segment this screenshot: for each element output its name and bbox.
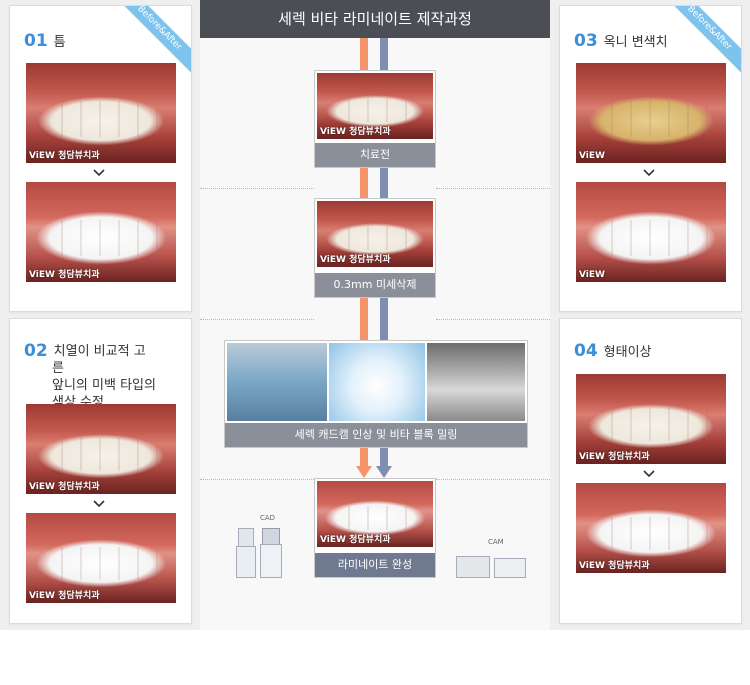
case-card-color-correction: 02 치열이 비교적 고른 앞니의 미백 타입의 색상 수정 ViEW 청담뷰치… [9, 318, 192, 624]
after-photo: ViEW [576, 182, 726, 282]
clinic-watermark: ViEW 청담뷰치과 [320, 127, 391, 137]
step-label: 라미네이트 완성 [315, 553, 435, 577]
teeth-photo: ViEW 청담뷰치과 [317, 481, 433, 547]
cam-machine-image: CAM [456, 538, 528, 580]
chevron-down-icon [93, 168, 105, 178]
case-number: 01 [24, 31, 48, 51]
before-photo: ViEW 청담뷰치과 [26, 404, 176, 494]
divider [436, 188, 550, 189]
flow-stripe [360, 166, 368, 198]
flow-stripe [360, 38, 368, 70]
case-title: 01 틈 [24, 33, 66, 51]
clinic-watermark: ViEW 청담뷰치과 [29, 151, 100, 161]
case-card-shape-abnormality: 04 형태이상 ViEW 청담뷰치과 ViEW 청담뷰치과 [559, 318, 742, 624]
clinic-watermark: ViEW [579, 270, 605, 280]
chevron-down-icon [93, 499, 105, 509]
step-cadcam-milling: 세렉 캐드캠 인상 및 비타 블록 밀링 [224, 340, 528, 448]
clinic-watermark: ViEW 청담뷰치과 [29, 270, 100, 280]
teeth-shape [330, 226, 420, 250]
after-photo: ViEW 청담뷰치과 [26, 182, 176, 282]
cad-scan-photo [227, 343, 327, 421]
case-number: 04 [574, 341, 598, 361]
teeth-shape [594, 408, 708, 441]
flow-stripe [380, 296, 388, 340]
step-laminate-complete: ViEW 청담뷰치과 라미네이트 완성 [314, 478, 436, 578]
case-title: 03 옥니 변색치 [574, 33, 668, 51]
step-micro-reduction: ViEW 청담뷰치과 0.3mm 미세삭제 [314, 198, 436, 298]
before-photo: ViEW 청담뷰치과 [26, 63, 176, 163]
case-title-text: 옥니 변색치 [603, 35, 668, 50]
before-photo: ViEW 청담뷰치과 [576, 374, 726, 464]
case-title-line: 치열이 비교적 고른 [52, 344, 146, 376]
cad-label: CAD [260, 514, 276, 522]
chevron-down-icon [643, 168, 655, 178]
clinic-watermark: ViEW 청담뷰치과 [29, 482, 100, 492]
divider [436, 319, 550, 320]
cad-screen-photo [329, 343, 425, 421]
divider [200, 319, 314, 320]
step-before-treatment: ViEW 청담뷰치과 치료전 [314, 70, 436, 168]
teeth-shape [594, 517, 708, 550]
teeth-shape [44, 547, 158, 580]
mill-machine-photo [427, 343, 525, 421]
step-label: 세렉 캐드캠 인상 및 비타 블록 밀링 [225, 423, 527, 447]
divider [200, 188, 314, 189]
step-label: 치료전 [315, 143, 435, 167]
divider [436, 479, 550, 480]
flow-stripe [360, 296, 368, 340]
teeth-photo: ViEW 청담뷰치과 [317, 201, 433, 267]
teeth-shape [330, 98, 420, 122]
chevron-down-icon [643, 469, 655, 479]
process-panel: ViEW 청담뷰치과 치료전 ViEW 청담뷰치과 0.3mm 미세삭제 세렉 … [200, 38, 550, 630]
page-title: 세렉 비타 라미네이트 제작과정 [200, 0, 550, 38]
teeth-shape [330, 506, 420, 530]
case-title-text: 틈 [53, 35, 66, 50]
arrow-down-icon [356, 466, 372, 478]
teeth-shape [594, 220, 708, 256]
teeth-shape [44, 220, 158, 256]
teeth-shape [44, 438, 158, 471]
cam-label: CAM [488, 538, 504, 546]
teeth-shape [44, 101, 158, 137]
teeth-photo: ViEW 청담뷰치과 [317, 73, 433, 139]
before-photo: ViEW [576, 63, 726, 163]
case-title: 02 치열이 비교적 고른 앞니의 미백 타입의 색상 수정 [24, 343, 156, 411]
case-title-line: 앞니의 미백 타입의 [52, 378, 156, 393]
clinic-watermark: ViEW 청담뷰치과 [320, 535, 391, 545]
clinic-watermark: ViEW 청담뷰치과 [320, 255, 391, 265]
case-title-text: 형태이상 [603, 345, 652, 360]
arrow-down-icon [376, 466, 392, 478]
divider [200, 479, 314, 480]
case-number: 02 [24, 341, 48, 361]
clinic-watermark: ViEW 청담뷰치과 [29, 591, 100, 601]
clinic-watermark: ViEW [579, 151, 605, 161]
after-photo: ViEW 청담뷰치과 [26, 513, 176, 603]
case-number: 03 [574, 31, 598, 51]
teeth-shape [594, 101, 708, 137]
step-label: 0.3mm 미세삭제 [315, 273, 435, 297]
flow-stripe [380, 166, 388, 198]
flow-stripe [380, 38, 388, 70]
case-title: 04 형태이상 [574, 343, 652, 361]
clinic-watermark: ViEW 청담뷰치과 [579, 561, 650, 571]
after-photo: ViEW 청담뷰치과 [576, 483, 726, 573]
clinic-watermark: ViEW 청담뷰치과 [579, 452, 650, 462]
cad-machine-image: CAD [236, 514, 286, 580]
